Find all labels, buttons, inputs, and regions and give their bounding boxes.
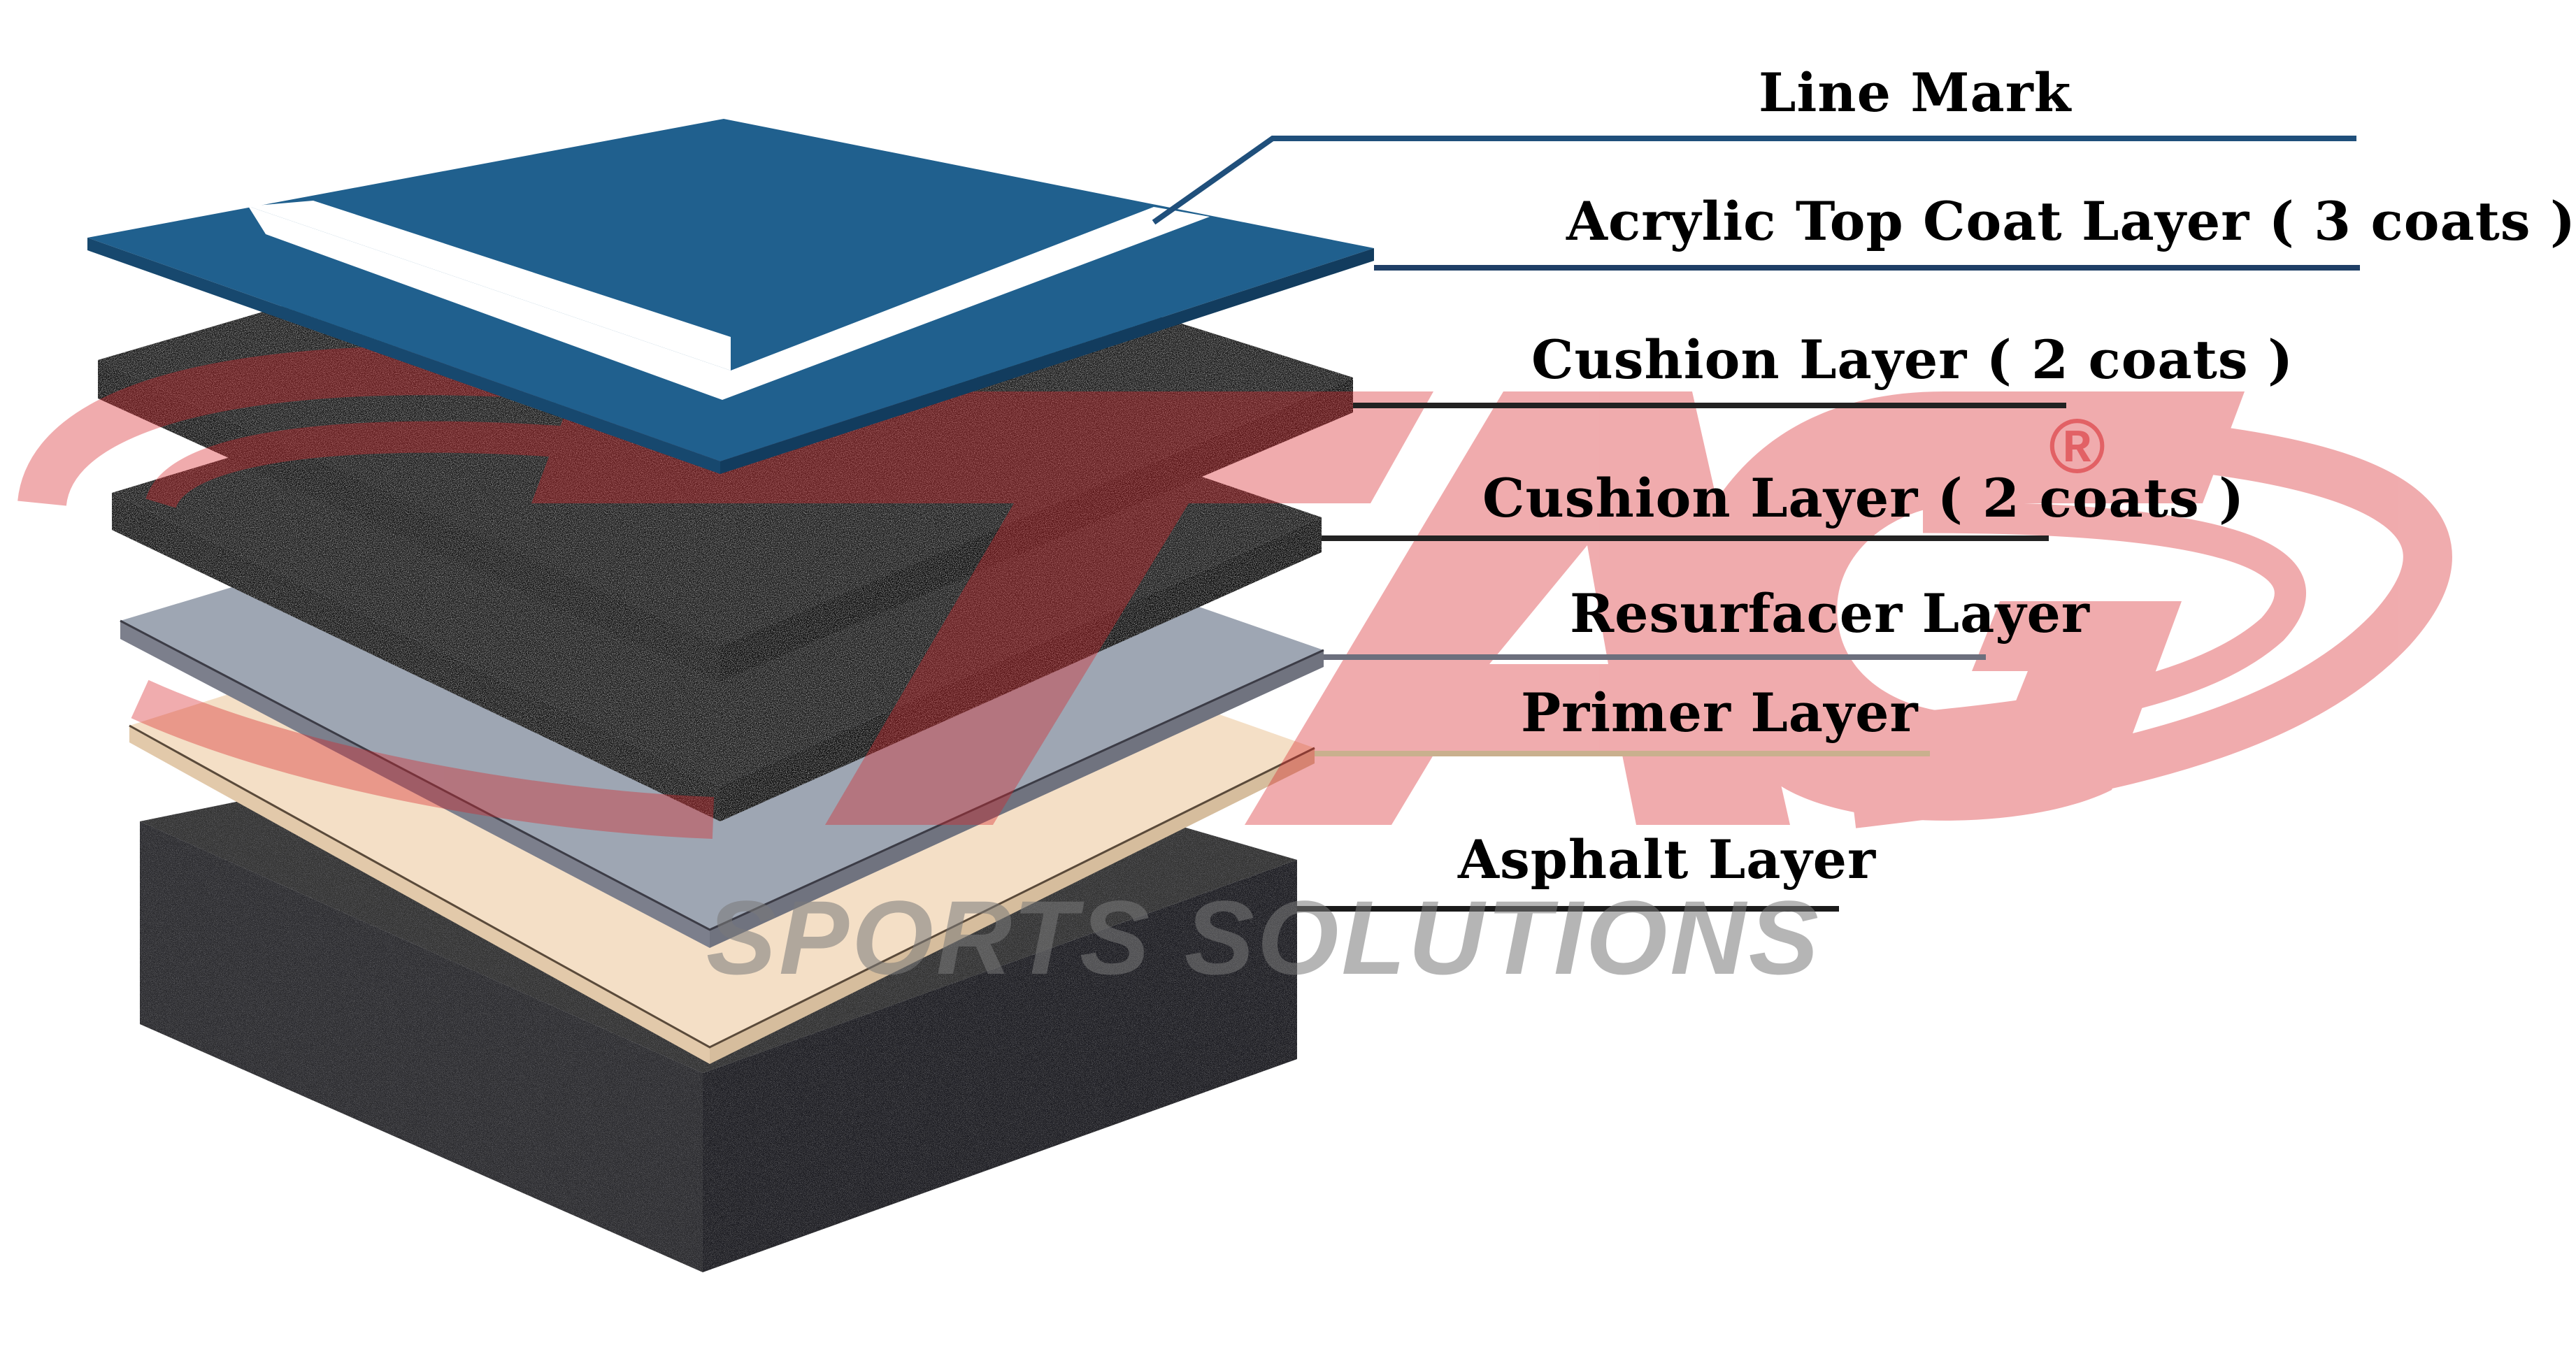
label-line-mark: Line Mark — [1759, 62, 2072, 124]
leader-lines — [1152, 136, 2360, 912]
label-cushion-upper: Cushion Layer ( 2 coats ) — [1531, 329, 2294, 391]
label-acrylic-top-coat: Acrylic Top Coat Layer ( 3 coats ) — [1566, 190, 2576, 252]
line-mark-stripe — [248, 201, 1210, 400]
acrylic-top-coat-sheet — [87, 119, 1374, 474]
label-resurfacer: Resurfacer Layer — [1570, 582, 2090, 645]
label-cushion-lower: Cushion Layer ( 2 coats ) — [1482, 467, 2245, 529]
watermark-tagline: SPORTS SOLUTIONS — [706, 879, 1822, 996]
label-primer: Primer Layer — [1521, 682, 1919, 744]
diagram-stage: SPORTS SOLUTIONS ® Line Mark Acrylic Top… — [17, 62, 2575, 1272]
label-asphalt: Asphalt Layer — [1458, 828, 1877, 891]
layer-stack-illustration — [17, 119, 2452, 1272]
watermark-logo — [17, 346, 2452, 839]
leader-line-mark — [1152, 136, 2356, 225]
watermark-registered-mark: ® — [2049, 403, 2106, 489]
